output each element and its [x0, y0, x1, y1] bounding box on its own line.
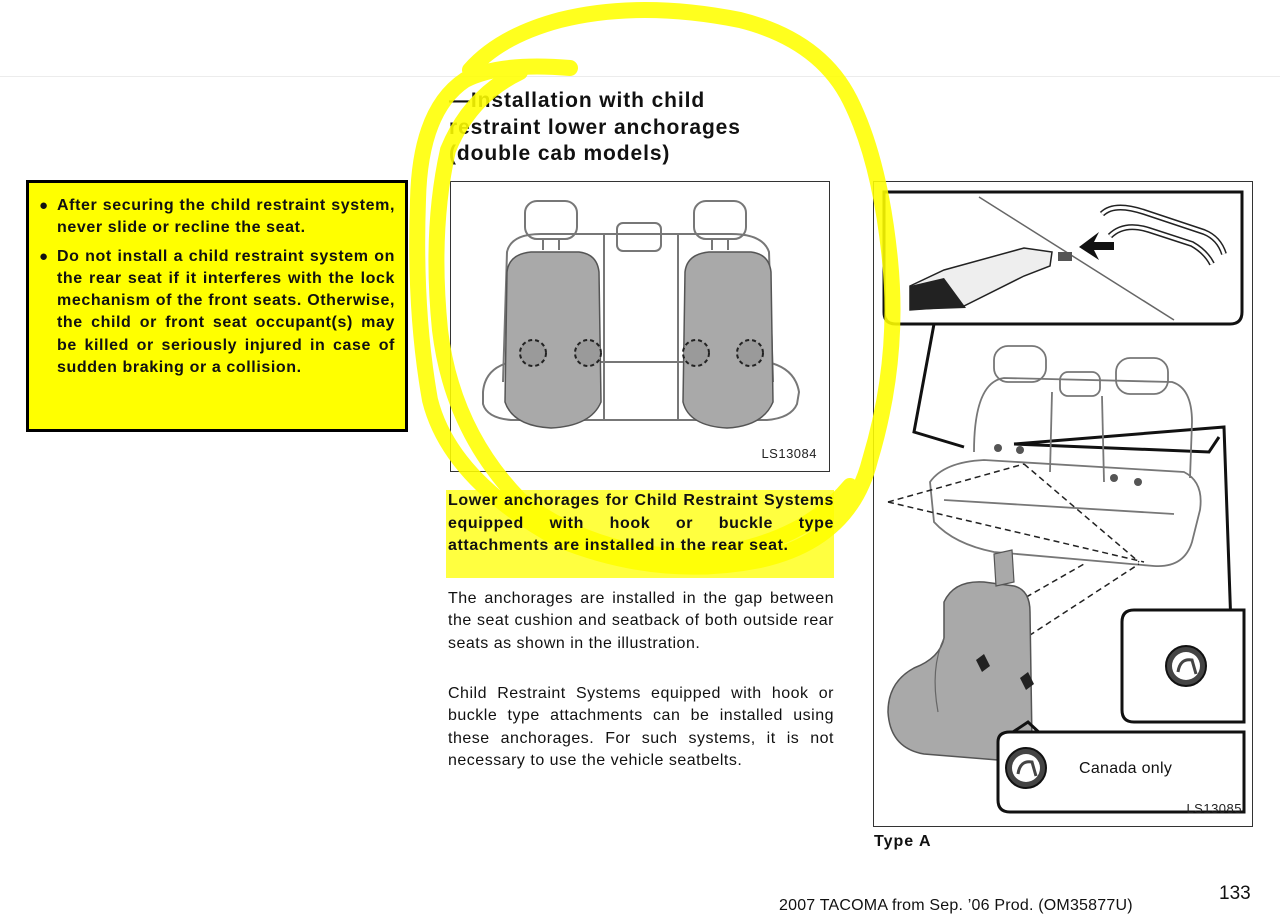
figure-code: LS13085 [1186, 801, 1242, 816]
heading-line: —Installation with child [449, 89, 706, 112]
type-a-illustration [882, 190, 1246, 814]
bold-paragraph: Lower anchorages for Child Restraint Sys… [448, 492, 834, 554]
warning-item: Do not install a child restraint system … [39, 246, 395, 380]
heading-line: restraint lower anchorages [449, 115, 741, 139]
warning-box: After securing the child restraint syste… [26, 180, 408, 432]
canada-only-label: Canada only [1079, 760, 1173, 777]
rear-seat-figure: LS13084 [450, 181, 830, 472]
warning-list: After securing the child restraint syste… [39, 195, 395, 379]
warning-item: After securing the child restraint syste… [39, 195, 395, 240]
footer-text: 2007 TACOMA from Sep. ’06 Prod. (OM35877… [779, 897, 1133, 914]
figure-code: LS13084 [761, 446, 817, 461]
heading-line: (double cab models) [449, 142, 671, 165]
type-a-figure: LS13085 [873, 181, 1253, 827]
section-heading: —Installation with child restraint lower… [449, 88, 809, 168]
top-band [0, 0, 1280, 77]
page-number: 133 [1219, 883, 1251, 904]
rear-seat-illustration [482, 200, 801, 429]
figure-caption: Type A [874, 833, 932, 850]
body-paragraph: Child Restraint Systems equipped with ho… [448, 685, 834, 769]
body-paragraph: The anchorages are installed in the gap … [448, 590, 834, 652]
